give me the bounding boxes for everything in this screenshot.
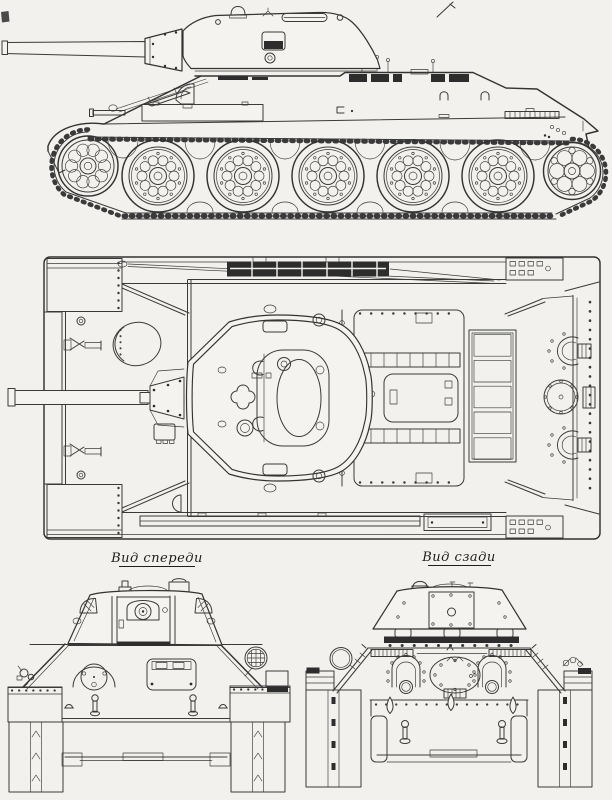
front-view-label: Вид спереди [110,551,203,566]
bottom-stowage [121,494,507,535]
front-track-right [230,721,286,793]
mg-housing-front [146,658,197,691]
exhaust-port-top-2 [547,426,592,464]
top-stowage [117,256,507,284]
turret-port [261,31,286,51]
rear-turret [372,580,527,638]
rear-fender-plates [505,257,564,539]
side-turret [182,1,456,80]
top-gun [7,368,185,444]
headlight-front [244,646,268,677]
stowage-bin [141,104,264,122]
antenna [436,1,456,18]
rear-track-left [305,689,362,788]
spare-rim [329,647,353,670]
periscope-dome [230,6,246,16]
glacis-fittings [63,316,162,480]
rear-view-label: Вид сзади [421,550,496,565]
rear-track-right [537,689,593,788]
gun-mantlet [144,28,183,72]
transmission-hatch-rear [429,656,481,699]
radiator-grille [468,329,517,463]
exhaust-right [472,652,512,694]
exhaust-port-top-1 [547,332,592,370]
top-view [7,256,601,540]
driver-hatch-front [72,663,116,691]
rear-hull [305,636,593,763]
front-fender-plates [46,258,123,538]
tow-shackles-front [90,694,198,717]
horn [16,665,35,688]
driver-hatch-top [112,321,162,367]
saw [146,90,191,107]
vent-quatrefoil [230,384,256,410]
rear-view [305,580,593,788]
front-track-left [8,721,64,793]
side-view [1,1,609,220]
turret-hatch [256,349,330,447]
exhaust-left [386,652,426,694]
transmission-hatch-top [543,379,579,415]
front-view [7,578,291,793]
tow-hook-front-right [63,443,102,457]
top-turret [185,304,373,493]
tow-shackles-rear [399,720,508,744]
tow-hook-front-left [63,337,102,351]
engine-hatch [383,373,459,423]
front-turret [67,578,223,646]
scan-artifact [1,11,10,23]
